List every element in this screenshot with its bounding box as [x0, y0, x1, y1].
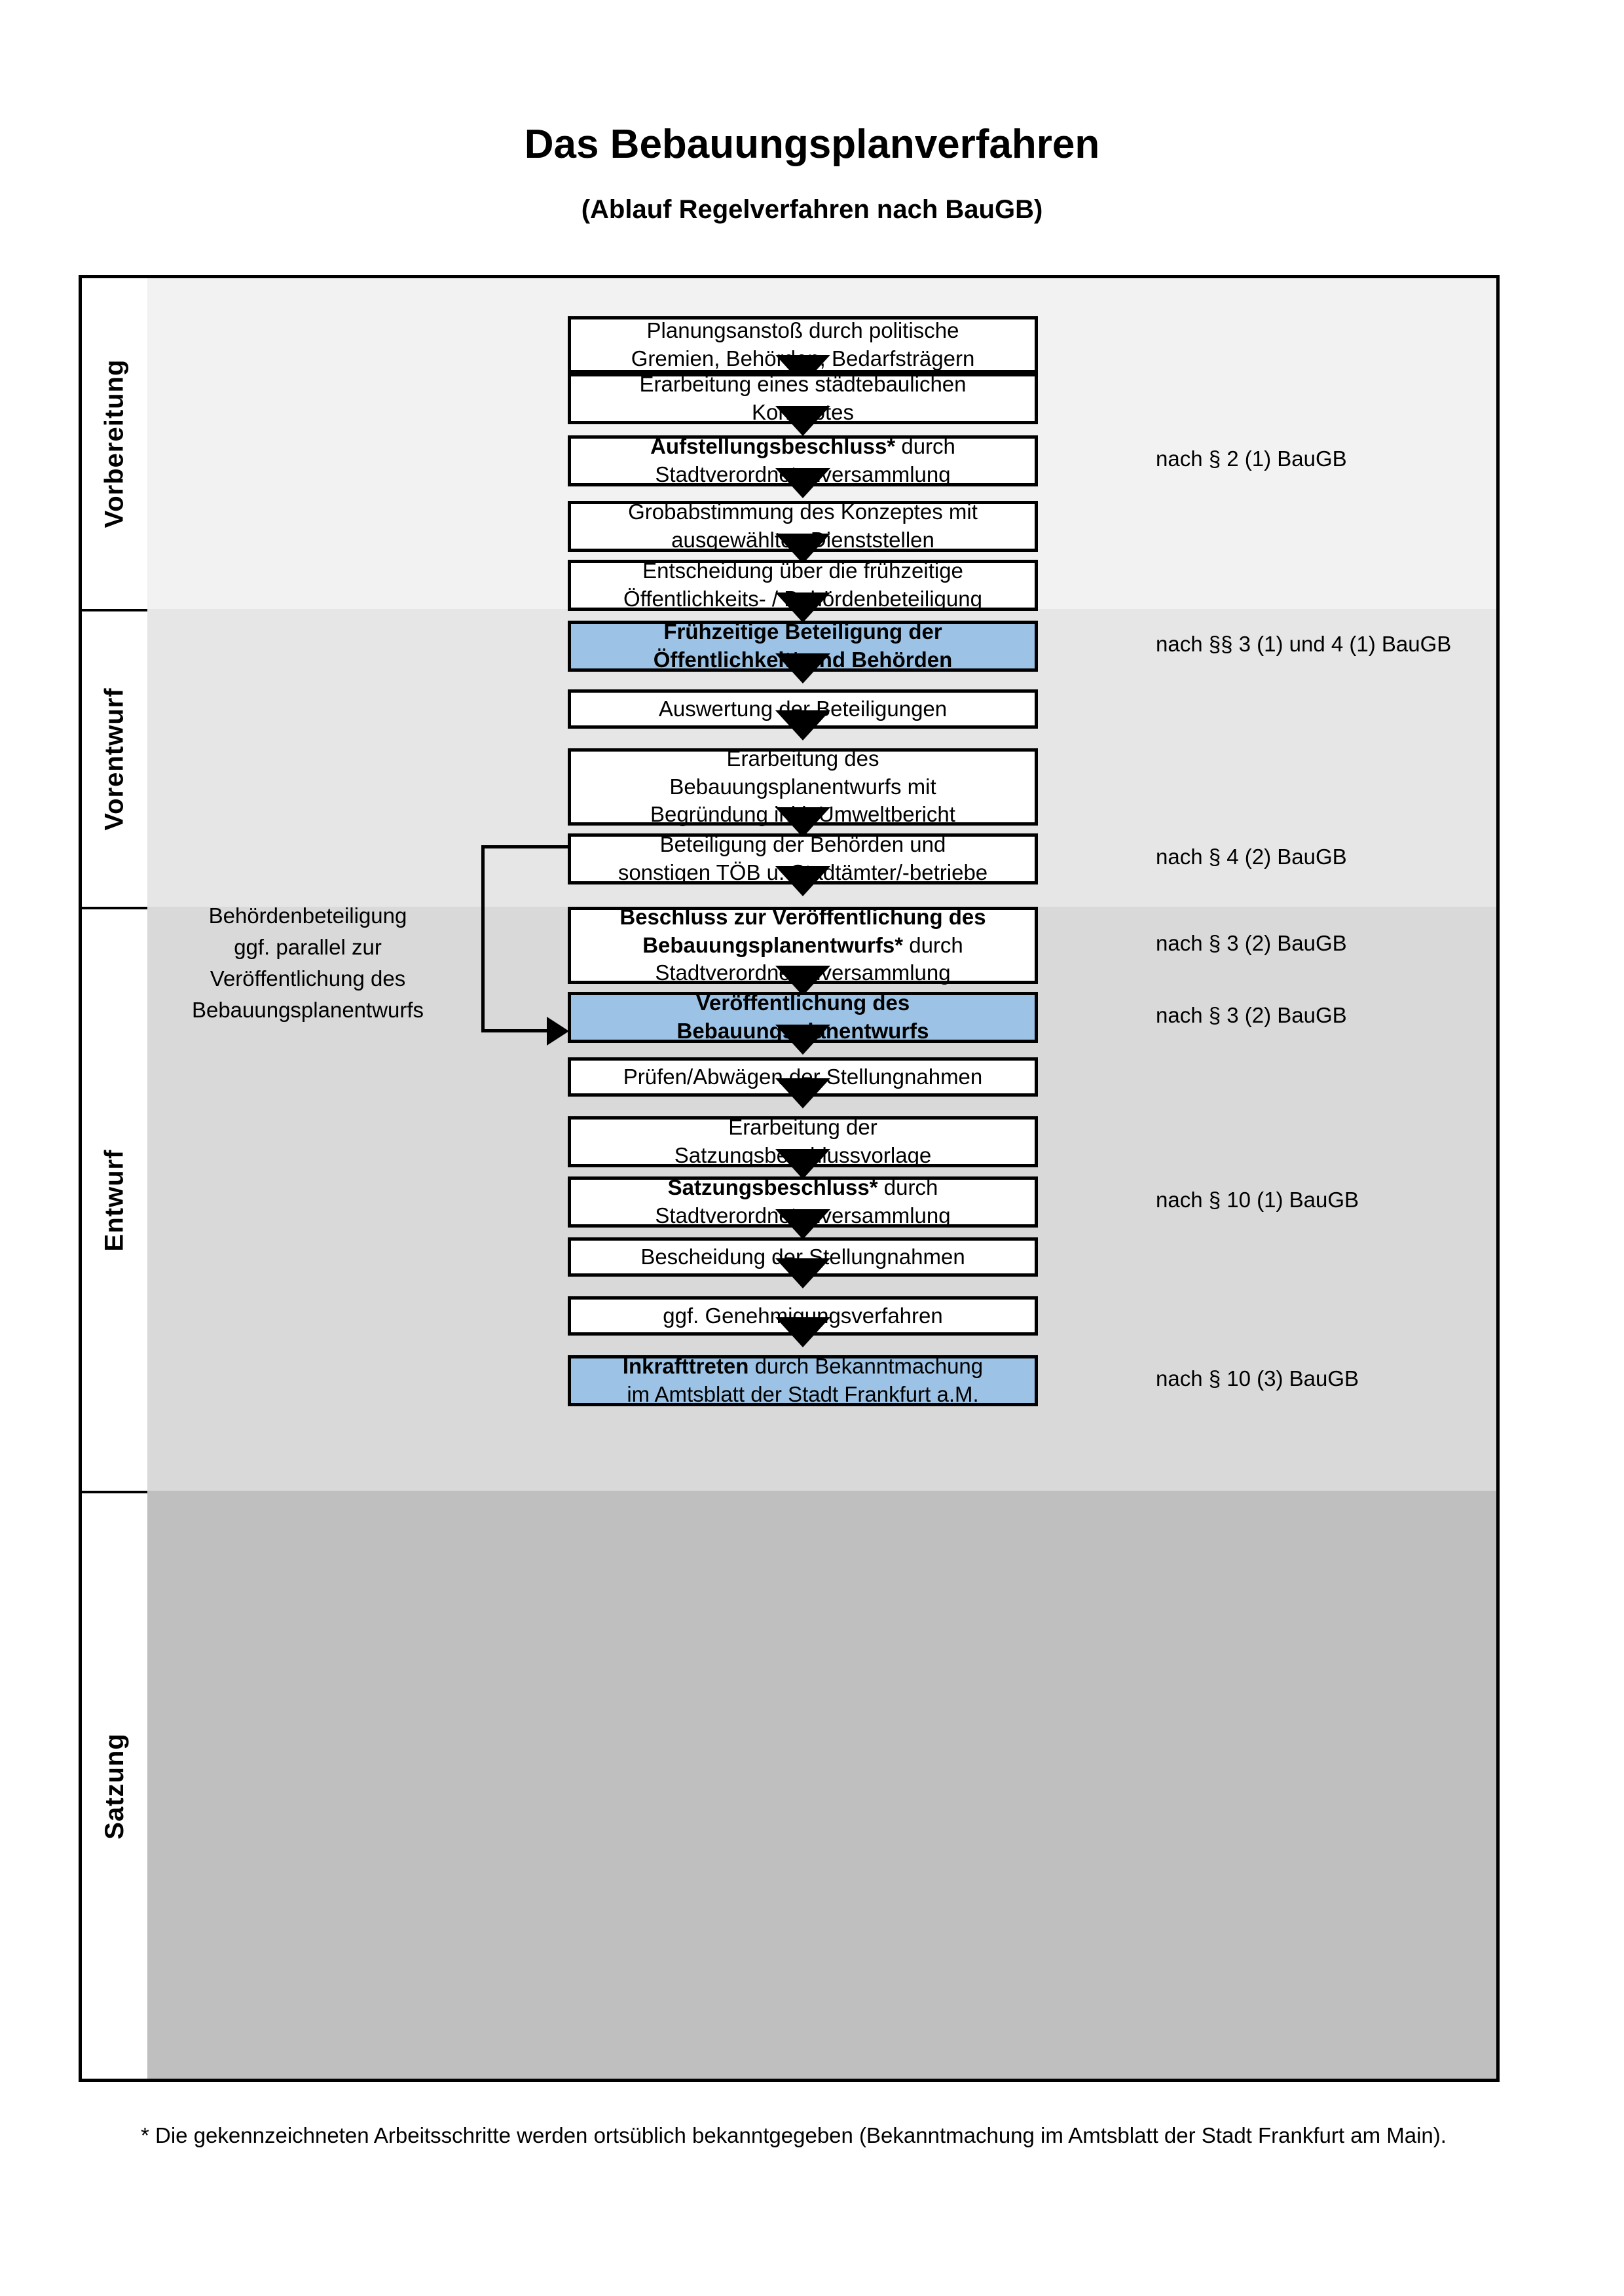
phase-label-entwurf: Entwurf [100, 1149, 129, 1251]
step-box-pruefen-abwaegen[interactable]: Prüfen/Abwägen der Stellungnahmen [568, 1057, 1038, 1097]
legal-reference-ref-6: nach § 10 (1) BauGB [1156, 1188, 1359, 1212]
bracket-bottom-segment [481, 1029, 547, 1032]
arrow-down-icon [775, 966, 830, 996]
side-note-line: Behördenbeteiligung [208, 903, 407, 928]
arrow-right-icon [547, 1017, 569, 1046]
arrow-down-icon [775, 534, 830, 564]
arrow-down-icon [775, 710, 830, 740]
side-note-line: Veröffentlichung des [210, 966, 406, 991]
bracket-vertical-segment [481, 845, 485, 1029]
page-header: Das Bebauungsplanverfahren (Ablauf Regel… [0, 0, 1624, 225]
legal-reference-ref-1: nach § 2 (1) BauGB [1156, 446, 1347, 471]
arrow-down-icon [775, 592, 830, 623]
phase-cell-entwurf: Entwurf [82, 907, 147, 1491]
arrow-down-icon [775, 468, 830, 498]
arrow-down-icon [775, 1078, 830, 1108]
phase-band-satzung [147, 1491, 1496, 2079]
arrow-down-icon [775, 1025, 830, 1055]
arrow-down-icon [775, 866, 830, 896]
page-subtitle: (Ablauf Regelverfahren nach BauGB) [581, 195, 1043, 224]
arrow-down-icon [775, 653, 830, 683]
legal-reference-ref-2: nach §§ 3 (1) und 4 (1) BauGB [1156, 632, 1452, 656]
arrow-down-icon [775, 1209, 830, 1239]
phase-cell-vorentwurf: Vorentwurf [82, 609, 147, 907]
side-note-line: ggf. parallel zur [234, 934, 382, 959]
phase-label-vorbereitung: Vorbereitung [100, 359, 129, 528]
arrow-down-icon [775, 1258, 830, 1288]
phase-label-vorentwurf: Vorentwurf [100, 687, 129, 831]
footnote: * Die gekennzeichneten Arbeitsschritte w… [141, 2123, 1447, 2147]
legal-reference-ref-3: nach § 4 (2) BauGB [1156, 845, 1347, 869]
side-note-line: Bebauungsplanentwurfs [191, 997, 424, 1022]
arrow-down-icon [775, 406, 830, 436]
arrow-down-icon [775, 1317, 830, 1347]
page-title: Das Bebauungsplanverfahren [524, 122, 1100, 167]
bracket-top-segment [481, 845, 568, 848]
arrow-down-icon [775, 1149, 830, 1179]
legal-reference-ref-5: nach § 3 (2) BauGB [1156, 1003, 1347, 1027]
phase-label-satzung: Satzung [100, 1732, 129, 1840]
arrow-down-icon [775, 807, 830, 837]
legal-reference-ref-7: nach § 10 (3) BauGB [1156, 1366, 1359, 1391]
phase-cell-vorbereitung: Vorbereitung [82, 278, 147, 609]
phase-cell-satzung: Satzung [82, 1491, 147, 2079]
legal-reference-ref-4: nach § 3 (2) BauGB [1156, 931, 1347, 955]
